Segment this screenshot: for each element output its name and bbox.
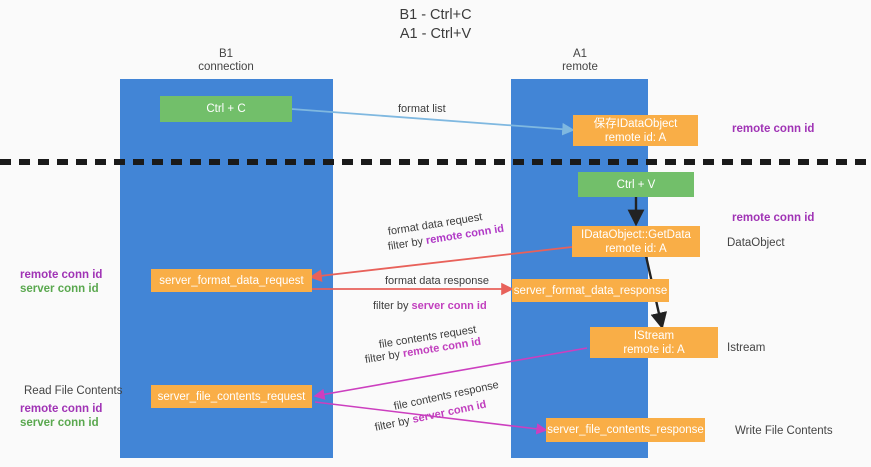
lane-header-b1: B1 connection (166, 48, 286, 74)
node-ctrl-c[interactable]: Ctrl + C (160, 96, 292, 122)
annotation-right-dataobject: DataObject (727, 236, 785, 250)
page-title: B1 - Ctrl+C A1 - Ctrl+V (0, 6, 871, 44)
lane-header-b1-sub: connection (198, 61, 254, 73)
annotation-right-remote-conn-id-1: remote conn id (732, 122, 814, 136)
filter-prefix: filter by (373, 300, 412, 312)
node-istream[interactable]: IStream remote id: A (590, 327, 718, 358)
node-server-file-contents-request[interactable]: server_file_contents_request (151, 385, 312, 408)
annotation-text: Write File Contents (735, 425, 833, 437)
node-ctrl-c-label: Ctrl + C (206, 103, 246, 115)
node-server-format-data-response[interactable]: server_format_data_response (512, 279, 669, 302)
node-server-format-data-response-label: server_format_data_response (513, 284, 668, 297)
annotation-text: server conn id (20, 417, 99, 429)
lane-header-a1: A1 remote (520, 48, 640, 74)
node-istream-sub: remote id: A (623, 343, 685, 356)
node-getdata-title: IDataObject::GetData (581, 228, 691, 241)
annotation-text: remote conn id (732, 123, 815, 135)
node-istream-title: IStream (633, 329, 675, 342)
annotation-right-remote-conn-id-2: remote conn id (732, 211, 814, 225)
annotation-left-server-conn-id-1: server conn id (20, 282, 99, 296)
node-idataobject-title: 保存IDataObject (593, 117, 678, 130)
title-line-2: A1 - Ctrl+V (399, 26, 472, 42)
node-server-file-contents-response[interactable]: server_file_contents_response (546, 418, 705, 442)
annotation-text: Istream (727, 342, 766, 354)
node-server-format-data-request[interactable]: server_format_data_request (151, 269, 312, 292)
node-server-file-contents-response-label: server_file_contents_response (547, 424, 704, 436)
annotation-left-remote-conn-id-2: remote conn id (20, 402, 102, 416)
annotation-text: server conn id (20, 283, 99, 295)
annotation-right-istream: Istream (727, 341, 765, 355)
title-line-1: B1 - Ctrl+C (399, 7, 472, 23)
annotation-text: remote conn id (20, 403, 103, 415)
annotation-text: remote conn id (20, 269, 103, 281)
edge-label-format-data-response-filter: filter by server conn id (373, 299, 487, 313)
annotation-left-server-conn-id-2: server conn id (20, 416, 99, 430)
edge-label-format-data-response: format data response (385, 274, 489, 288)
annotation-text: Read File Contents (24, 385, 123, 397)
node-getdata-sub: remote id: A (605, 242, 667, 255)
annotation-left-remote-conn-id-1: remote conn id (20, 268, 102, 282)
node-server-file-contents-request-label: server_file_contents_request (157, 390, 306, 403)
filter-key-server-conn-id: server conn id (411, 300, 487, 312)
lane-header-b1-name: B1 (218, 48, 234, 60)
node-idataobject-sub: remote id: A (604, 131, 667, 144)
annotation-left-read-file-contents: Read File Contents (24, 384, 122, 398)
node-ctrl-v[interactable]: Ctrl + V (578, 172, 694, 197)
annotation-text: remote conn id (732, 212, 815, 224)
edge-label-format-list: format list (398, 102, 446, 116)
filter-prefix: filter by (373, 414, 414, 434)
node-ctrl-v-label: Ctrl + V (616, 178, 656, 191)
edge-label-format-data-response-text: format data response (385, 275, 489, 287)
annotation-text: DataObject (727, 237, 785, 249)
edge-label-format-list-text: format list (398, 103, 446, 115)
lane-header-a1-sub: remote (562, 61, 598, 73)
node-server-format-data-request-label: server_format_data_request (159, 274, 304, 287)
annotation-right-write-file-contents: Write File Contents (735, 424, 833, 438)
lane-header-a1-name: A1 (572, 48, 588, 60)
filter-prefix: filter by (364, 348, 404, 366)
node-idataobject-getdata[interactable]: IDataObject::GetData remote id: A (572, 226, 700, 257)
node-idataobject[interactable]: 保存IDataObject remote id: A (573, 115, 698, 146)
